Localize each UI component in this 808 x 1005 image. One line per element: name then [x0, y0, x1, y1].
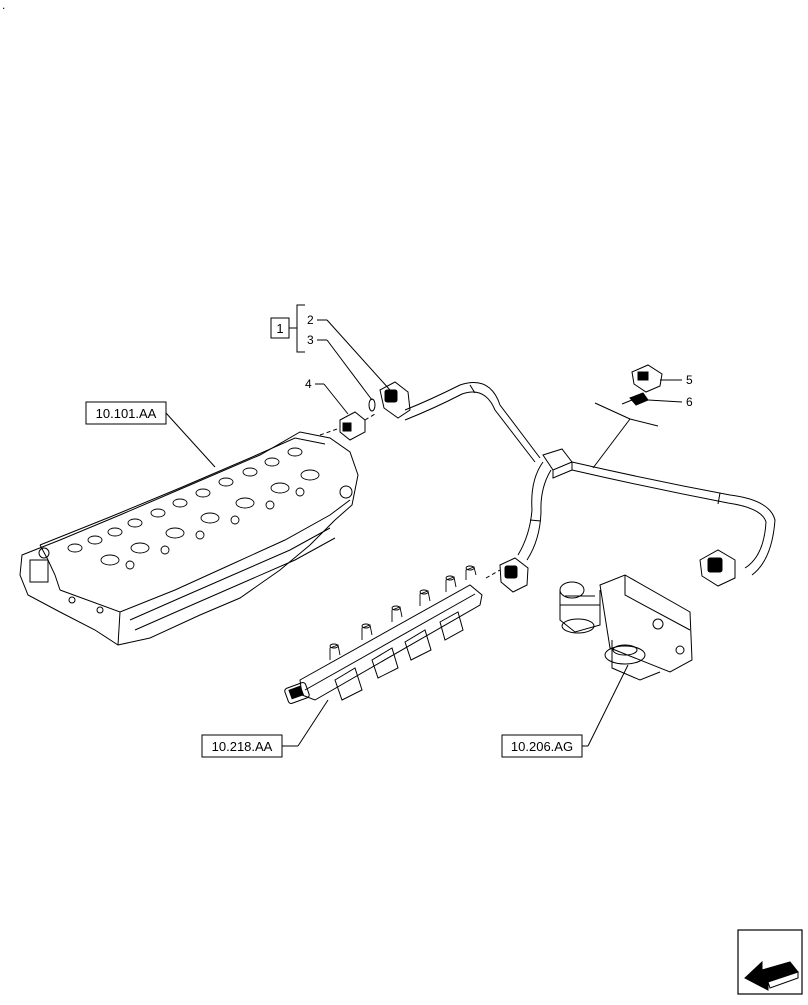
- svg-text:10.101.AA: 10.101.AA: [96, 406, 157, 421]
- corner-mark: .: [2, 0, 5, 12]
- bolt-drawing: [621, 392, 649, 406]
- engine-block-drawing: [19, 431, 359, 646]
- leader-lines: [165, 304, 683, 747]
- callout-4: 4: [305, 377, 312, 391]
- wiring-harness-drawing: [379, 381, 776, 593]
- fuel-rail-drawing: [284, 565, 501, 704]
- callout-5: 5: [686, 373, 693, 387]
- svg-text:1: 1: [276, 321, 283, 336]
- callout-3: 3: [307, 333, 314, 347]
- thermostat-housing-drawing: [559, 574, 693, 681]
- callout-6: 6: [686, 395, 693, 409]
- clip-drawing: [631, 364, 663, 393]
- o-ring-drawing: [368, 398, 376, 412]
- ref-label-thermostat-housing: 10.206.AG: [501, 734, 583, 758]
- svg-text:10.206.AG: 10.206.AG: [511, 739, 573, 754]
- ref-label-engine-block: 10.101.AA: [85, 401, 167, 425]
- navigation-arrow-icon[interactable]: [737, 929, 803, 995]
- kit-label: 1: [270, 317, 290, 339]
- callout-2: 2: [307, 313, 314, 327]
- ref-label-fuel-rail: 10.218.AA: [201, 734, 283, 758]
- temperature-sensor-drawing: [319, 411, 376, 441]
- svg-text:10.218.AA: 10.218.AA: [212, 739, 273, 754]
